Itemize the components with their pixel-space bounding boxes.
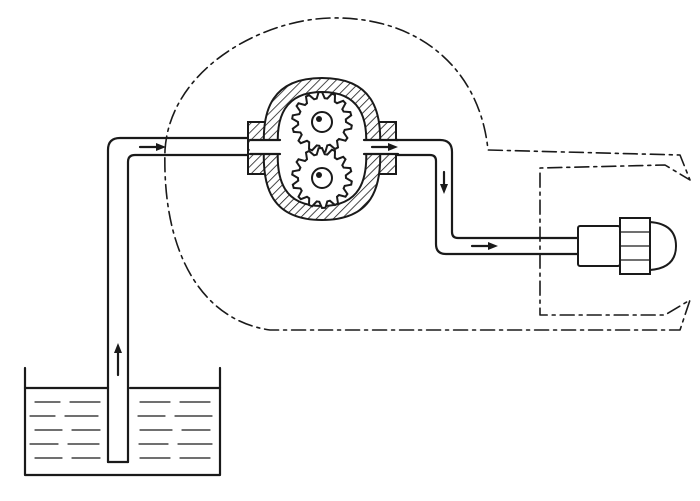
gear-hub [311, 111, 333, 133]
gear-shaft [316, 116, 322, 122]
flow-arrow-icon [138, 143, 166, 151]
delivery-pipe [394, 138, 580, 256]
gear-icon [291, 90, 353, 154]
oil-level-marks [29, 401, 213, 459]
nozzle-icon [577, 217, 678, 275]
flow-arrow-icon [440, 170, 448, 194]
oil-tank [23, 366, 222, 477]
housing-outline [164, 17, 691, 331]
gear-hub [311, 167, 333, 189]
flow-arrow-icon [114, 343, 122, 377]
gear-pump [247, 76, 400, 222]
flow-arrow-icon [370, 143, 398, 151]
suction-pipe [106, 136, 257, 464]
flow-arrow-icon [470, 242, 498, 250]
gear-shaft [316, 172, 322, 178]
gear-icon [291, 146, 353, 210]
